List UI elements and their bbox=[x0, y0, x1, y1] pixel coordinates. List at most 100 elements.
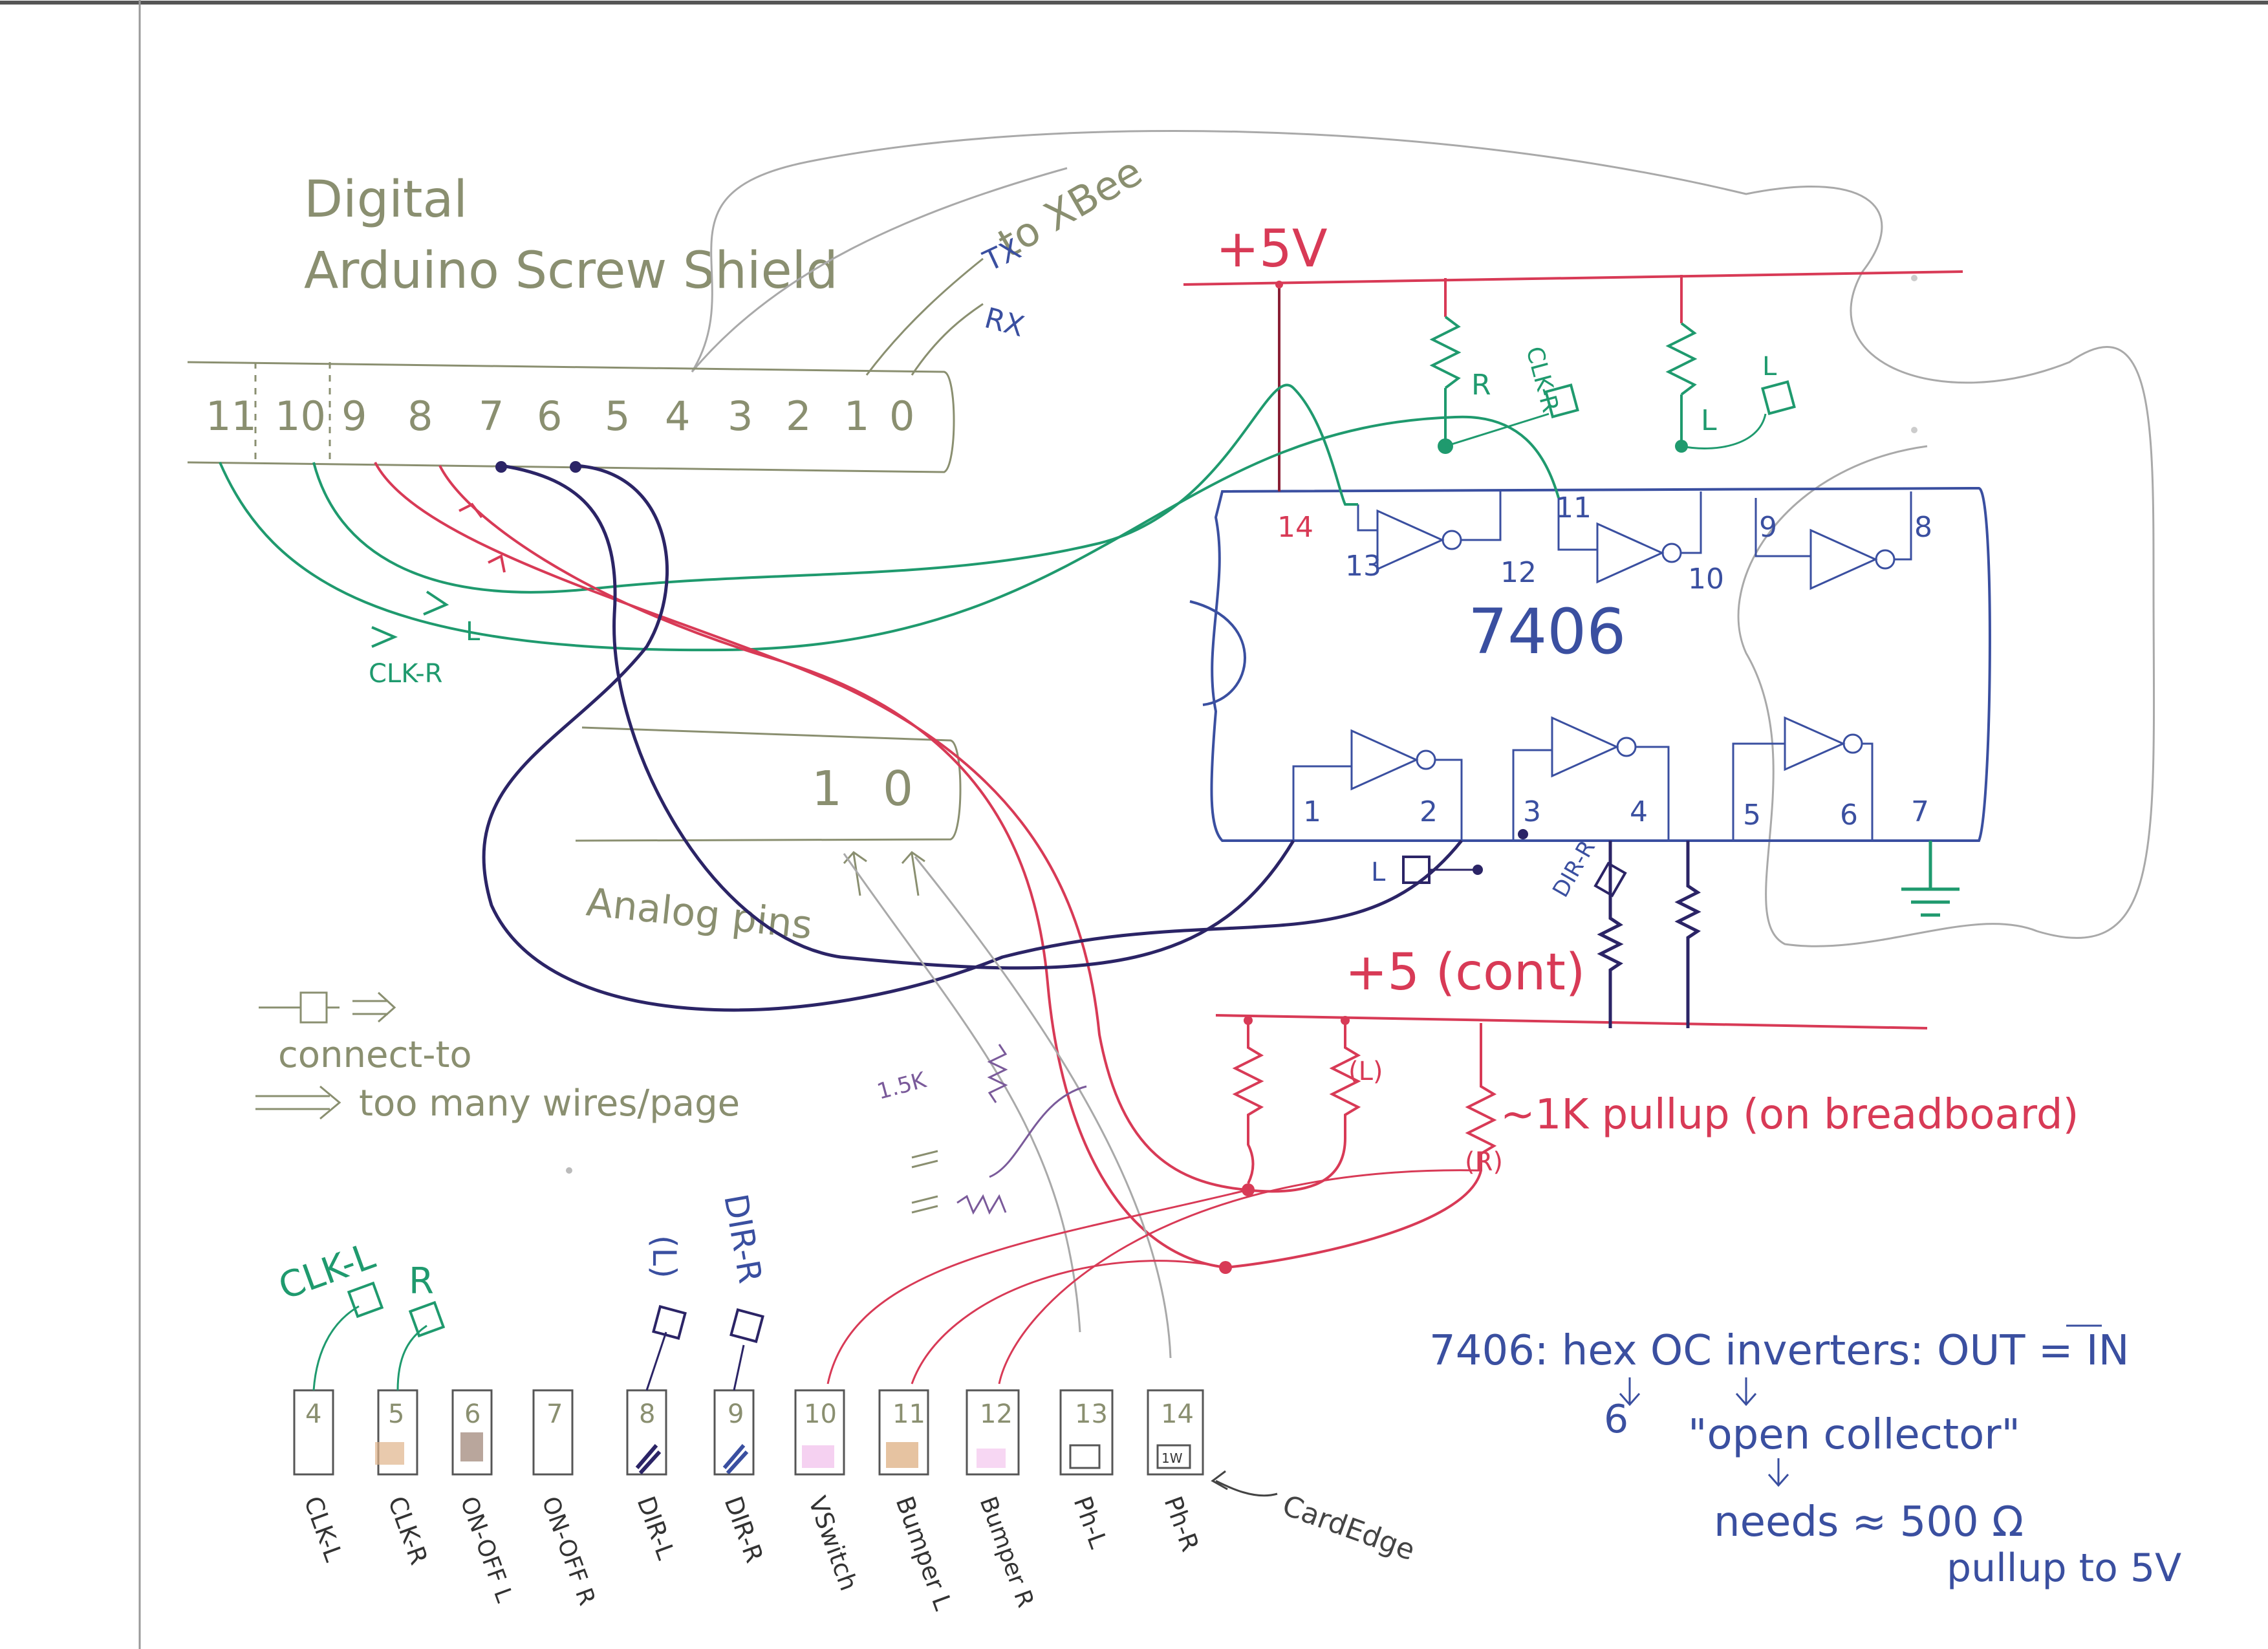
inverter-1-2 bbox=[1350, 729, 1419, 791]
card-slot-4-label: CLK-L bbox=[299, 1493, 349, 1565]
legend: connect-to too many wires/page bbox=[255, 991, 740, 1125]
chip-notch bbox=[1189, 600, 1246, 706]
digital-header: 11 10 9 8 7 6 5 4 3 2 1 0 bbox=[187, 361, 955, 473]
card-connect-dir-l-label: (L) bbox=[645, 1235, 683, 1278]
plus5v-rail bbox=[1183, 270, 1963, 286]
connect-l-bottom-label: L bbox=[1371, 857, 1386, 887]
card-slot-13-num: 13 bbox=[1075, 1399, 1108, 1429]
breadboard-resistor-r-label: (R) bbox=[1465, 1147, 1503, 1177]
resistor-l-label: L bbox=[1701, 404, 1717, 437]
chip-pin-9: 9 bbox=[1759, 511, 1777, 544]
title-line1: Digital bbox=[304, 171, 468, 229]
ground-symbol bbox=[1901, 841, 1960, 917]
inverter-13-12 bbox=[1376, 509, 1445, 571]
card-connect-r bbox=[408, 1300, 446, 1338]
chip-pin-7: 7 bbox=[1911, 795, 1929, 828]
card-edge: 4 CLK-L 5 CLK-R 6 ON-OFF L 7 ON-OFF R 8 … bbox=[293, 1389, 1419, 1614]
resistor-1-5k-label: 1.5K bbox=[874, 1067, 930, 1105]
card-slot-14: 14 1W Ph-R bbox=[1147, 1389, 1205, 1555]
wire-vswitch bbox=[826, 1189, 1249, 1385]
resistor-1-5k-b bbox=[956, 1085, 1087, 1215]
plus5-cont-rail bbox=[1215, 1014, 1928, 1029]
card-slot-12: 12 Bumper R bbox=[966, 1389, 1039, 1611]
wire-bumper-r bbox=[998, 1169, 1482, 1385]
chip-pin-10: 10 bbox=[1688, 563, 1724, 596]
connect-box-clk-r-top bbox=[1544, 383, 1579, 418]
chip-pin-3: 3 bbox=[1523, 795, 1541, 828]
card-slot-6-num: 6 bbox=[464, 1399, 481, 1429]
chip-pin-14: 14 bbox=[1277, 511, 1313, 544]
digital-pin-1: 1 bbox=[844, 393, 869, 440]
digital-pin-10: 10 bbox=[275, 393, 326, 440]
digital-pin-3: 3 bbox=[728, 393, 753, 440]
notes-six: 6 bbox=[1604, 1397, 1628, 1442]
digital-pin-4: 4 bbox=[665, 393, 690, 440]
card-slot-10-label: VSwitch bbox=[803, 1493, 863, 1595]
card-slot-4: 4 CLK-L bbox=[293, 1389, 349, 1565]
chip-name: 7406 bbox=[1468, 596, 1626, 668]
chip-outline bbox=[1210, 486, 1991, 842]
analog-label: Analog pins bbox=[584, 879, 814, 948]
card-slot-7-label: ON-OFF R bbox=[537, 1493, 601, 1609]
card-slot-10-num: 10 bbox=[804, 1399, 837, 1429]
card-connect-dir-r-label: DIR-R bbox=[717, 1191, 769, 1286]
ground-marks-1-5k bbox=[911, 1150, 938, 1214]
digital-pin-9: 9 bbox=[341, 393, 367, 440]
wire-dir-7 bbox=[501, 464, 1295, 970]
breadboard-resistor-l bbox=[1244, 1020, 1361, 1193]
card-connect-dir-r bbox=[729, 1308, 764, 1343]
inverter-5-6 bbox=[1784, 716, 1846, 771]
card-slot-9: 9 DIR-R bbox=[713, 1389, 769, 1566]
analog-header: 1 0 Analog pins bbox=[575, 726, 962, 949]
analog-header-outline bbox=[575, 726, 962, 842]
analog-pin-0: 0 bbox=[883, 761, 913, 817]
digital-pin-6: 6 bbox=[537, 393, 562, 440]
card-slot-11-label: Bumper L bbox=[891, 1493, 958, 1614]
inverter-9-8 bbox=[1809, 528, 1878, 590]
card-slot-9-num: 9 bbox=[728, 1399, 744, 1429]
card-slot-8-num: 8 bbox=[639, 1399, 655, 1429]
card-slot-4-num: 4 bbox=[305, 1399, 321, 1429]
wire-l bbox=[312, 383, 1358, 594]
card-slot-8: 8 DIR-L bbox=[626, 1389, 681, 1563]
connect-dir-r-label: DIR-R bbox=[1548, 836, 1601, 902]
wire-ph-r bbox=[914, 856, 1172, 1359]
card-slot-13: 13 Ph-L bbox=[1059, 1389, 1114, 1552]
chip-7406: 7406 14 13 12 11 10 9 8 1 2 3 4 5 6 7 bbox=[1189, 486, 1991, 917]
card-slot-8-label: DIR-L bbox=[632, 1493, 681, 1563]
resistor-l-top bbox=[1665, 322, 1698, 396]
card-slot-12-label: Bumper R bbox=[975, 1493, 1039, 1611]
digital-pin-2: 2 bbox=[786, 393, 811, 440]
connect-clk-r-top-label: CLK-R bbox=[1520, 344, 1563, 415]
card-slot-6-label: ON-OFF L bbox=[455, 1493, 518, 1606]
plus5-cont-label: +5 (cont) bbox=[1345, 943, 1585, 1002]
card-connect-r-label: R bbox=[409, 1260, 434, 1302]
notes-line1: 7406: hex OC inverters: OUT = IN bbox=[1429, 1327, 2130, 1375]
chip-pin-6: 6 bbox=[1840, 799, 1858, 832]
breadboard-resistor-l-label: (L) bbox=[1348, 1057, 1383, 1086]
wire-clk-r-arrow bbox=[371, 626, 398, 648]
card-slot-10: 10 VSwitch bbox=[794, 1389, 863, 1595]
legend-line1: connect-to bbox=[278, 1034, 472, 1076]
chip-pin-8: 8 bbox=[1914, 511, 1932, 544]
breadboard-resistor-r bbox=[1225, 1023, 1497, 1269]
resistor-4 bbox=[1674, 841, 1701, 1028]
wire-red-8 bbox=[438, 465, 1226, 1269]
inverter-3-4 bbox=[1551, 716, 1619, 778]
chip-pin-2: 2 bbox=[1420, 795, 1438, 828]
notes-needs: needs ≈ 500 Ω bbox=[1714, 1498, 2024, 1546]
wire-l-arrow bbox=[423, 590, 449, 616]
card-slot-11-num: 11 bbox=[892, 1399, 925, 1429]
card-connect-dir-l bbox=[652, 1305, 687, 1340]
breadboard-resistor-1 bbox=[1232, 1018, 1264, 1184]
card-slot-11: 11 Bumper L bbox=[878, 1389, 958, 1614]
wire-dir-6 bbox=[482, 464, 1463, 1012]
digital-header-outline bbox=[187, 361, 955, 473]
chip-pin-4: 4 bbox=[1630, 795, 1648, 828]
digital-pin-11: 11 bbox=[206, 393, 257, 440]
legend-connect-box bbox=[299, 991, 328, 1024]
wire-red-9 bbox=[374, 462, 1249, 1191]
wire-clk-r-label: CLK-R bbox=[369, 659, 442, 689]
xbee-wire-a bbox=[691, 167, 1068, 372]
